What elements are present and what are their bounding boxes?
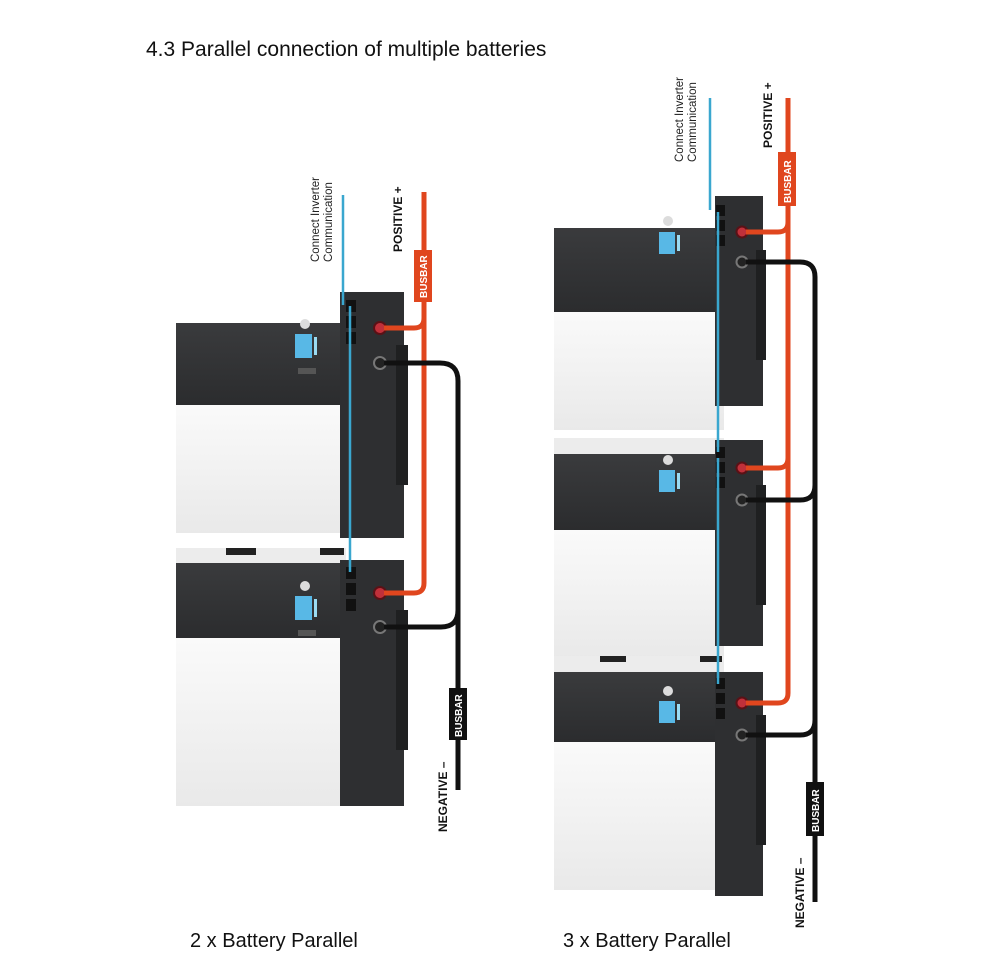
battery-unit: [554, 438, 766, 658]
comm-port: [716, 678, 725, 689]
comm-label-line1: Connect Inverter: [674, 77, 686, 162]
battery-top-face: [554, 672, 724, 742]
negative-terminal-icon: [735, 728, 749, 742]
indicator-leds: [314, 337, 317, 355]
negative-label: NEGATIVE –: [793, 857, 807, 928]
positive-cable: [384, 192, 427, 596]
positive-busbar-label: BUSBAR: [783, 159, 794, 203]
positive-label: POSITIVE +: [761, 82, 775, 148]
battery-top-lid: [554, 438, 724, 456]
communication-cable: [708, 98, 720, 684]
mounting-bracket: [756, 715, 766, 845]
battery-front-panel: [340, 560, 404, 806]
lcd-display: [295, 596, 312, 620]
page-title: 4.3 Parallel connection of multiple batt…: [146, 38, 547, 61]
negative-label: NEGATIVE –: [436, 761, 450, 832]
comm-label-line2: Communication: [687, 82, 699, 162]
brand-logo-icon: [300, 319, 310, 329]
comm-port: [346, 583, 356, 595]
battery-top-face: [176, 323, 346, 405]
negative-busbar-tag: [806, 782, 824, 836]
caption-2-battery: 2 x Battery Parallel: [190, 930, 358, 952]
battery-top-face: [176, 563, 346, 638]
comm-label-line2: Communication: [323, 182, 335, 262]
carry-handle: [226, 548, 256, 555]
comm-label-line1: Connect Inverter: [310, 177, 322, 262]
battery-top-face: [554, 228, 724, 312]
comm-port: [716, 477, 725, 488]
comm-port: [716, 447, 725, 458]
mounting-bracket: [756, 485, 766, 605]
carry-handle: [700, 656, 722, 662]
indicator-leds: [314, 599, 317, 617]
indicator-leds: [677, 235, 680, 251]
battery-unit: [176, 548, 408, 806]
brand-logo-icon: [663, 455, 673, 465]
left-diagram: [176, 192, 467, 806]
brand-logo-icon: [300, 581, 310, 591]
battery-unit: [176, 292, 408, 538]
brand-logo-icon: [663, 686, 673, 696]
comm-port: [716, 205, 725, 216]
comm-port: [716, 220, 725, 231]
indicator-leds: [677, 704, 680, 720]
battery-shell: [554, 742, 724, 890]
battery-top-lid: [554, 656, 724, 674]
positive-busbar-tag: [414, 250, 432, 302]
lcd-display: [659, 701, 675, 723]
battery-unit: [554, 196, 766, 430]
lcd-display: [659, 470, 675, 492]
indicator-leds: [677, 473, 680, 489]
negative-busbar-tag: [449, 688, 467, 740]
negative-terminal-icon: [735, 493, 749, 507]
positive-label: POSITIVE +: [391, 186, 405, 252]
lcd-display: [659, 232, 675, 254]
comm-port: [346, 567, 356, 579]
positive-cable: [746, 98, 791, 706]
carry-handle: [320, 548, 344, 555]
right-diagram: [554, 98, 824, 902]
comm-port: [716, 462, 725, 473]
communication-cable: [341, 195, 352, 572]
negative-terminal-icon: [735, 255, 749, 269]
positive-terminal-icon: [735, 225, 749, 239]
carry-handle: [600, 656, 626, 662]
positive-terminal-icon: [735, 461, 749, 475]
comm-port: [716, 235, 725, 246]
comm-port: [716, 708, 725, 719]
caption-3-battery: 3 x Battery Parallel: [563, 930, 731, 952]
battery-shell: [554, 312, 724, 430]
mounting-bracket: [756, 250, 766, 360]
positive-busbar-tag: [778, 152, 796, 206]
brand-logo-icon: [663, 216, 673, 226]
battery-shell: [176, 405, 346, 533]
negative-busbar-label: BUSBAR: [811, 788, 822, 832]
battery-top-lid: [176, 548, 346, 566]
mounting-bracket: [396, 610, 408, 750]
label-plate: [298, 630, 316, 636]
negative-busbar-label: BUSBAR: [454, 693, 465, 737]
positive-terminal-icon: [735, 696, 749, 710]
comm-port: [716, 693, 725, 704]
mounting-bracket: [396, 345, 408, 485]
label-plate: [298, 368, 316, 374]
battery-unit: [554, 656, 766, 896]
battery-shell: [554, 530, 724, 658]
lcd-display: [295, 334, 312, 358]
battery-top-face: [554, 454, 724, 530]
comm-port: [346, 599, 356, 611]
positive-busbar-label: BUSBAR: [419, 254, 430, 298]
battery-front-panel: [715, 440, 763, 646]
battery-shell: [176, 638, 346, 806]
